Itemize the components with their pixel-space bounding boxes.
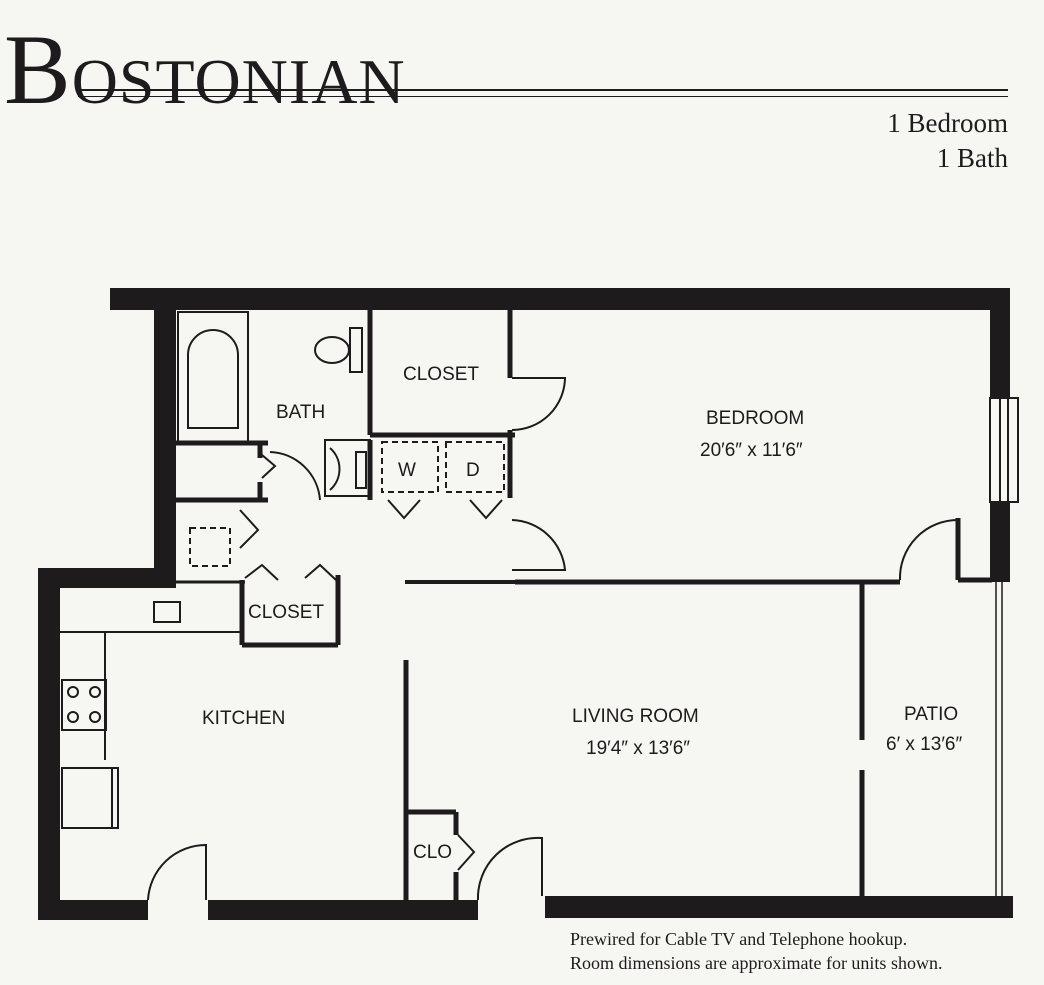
wall-right-upper <box>990 288 1010 398</box>
note-dimensions: Room dimensions are approximate for unit… <box>570 953 943 973</box>
label-closet-top: CLOSET <box>403 364 479 385</box>
patio-door <box>995 582 1003 896</box>
wall-left-outer <box>38 568 60 918</box>
toilet <box>314 327 363 373</box>
bedroom-window <box>989 397 1019 503</box>
title-initial: B <box>4 14 72 125</box>
label-clo: CLO <box>413 842 452 863</box>
title-rule-top <box>78 89 1008 91</box>
dishwasher-icon <box>61 767 119 829</box>
label-bath: BATH <box>276 402 325 423</box>
wall-bottom-3 <box>545 896 1013 918</box>
washer-dryer <box>381 441 505 493</box>
wall-left-inner <box>154 300 176 585</box>
wall-top <box>110 288 1010 310</box>
fridge-icon <box>153 601 181 623</box>
wall-right-lower <box>990 502 1010 582</box>
stove-icon <box>61 679 107 731</box>
label-bedroom-dim: 20′6″ x 11′6″ <box>700 440 803 461</box>
label-bedroom: BEDROOM <box>706 408 804 429</box>
label-patio-dim: 6′ x 13′6″ <box>886 734 962 755</box>
plan-title: BOSTONIAN <box>4 20 406 120</box>
label-living-room-dim: 19′4″ x 13′6″ <box>586 738 690 759</box>
label-kitchen: KITCHEN <box>202 708 285 729</box>
bedroom-count: 1 Bedroom <box>887 108 1008 138</box>
door-swings <box>147 377 959 901</box>
wall-bottom-1 <box>38 900 148 920</box>
kitchen-fixtures <box>60 601 242 829</box>
bath-sink <box>324 439 371 497</box>
linen-shelf <box>189 527 231 567</box>
bathtub <box>177 311 249 443</box>
label-patio: PATIO <box>904 704 958 725</box>
label-living-room: LIVING ROOM <box>572 706 699 727</box>
label-closet-hall: CLOSET <box>248 602 324 623</box>
bath-count: 1 Bath <box>936 143 1008 173</box>
label-washer: W <box>398 460 416 481</box>
exterior-walls <box>38 288 1013 920</box>
label-dryer: D <box>466 460 480 481</box>
title-rule-bottom <box>78 96 1008 97</box>
wall-step <box>38 568 176 588</box>
title-rest: OSTONIAN <box>71 46 406 117</box>
note-prewired: Prewired for Cable TV and Telephone hook… <box>570 929 908 949</box>
wall-bottom-2 <box>208 900 478 920</box>
